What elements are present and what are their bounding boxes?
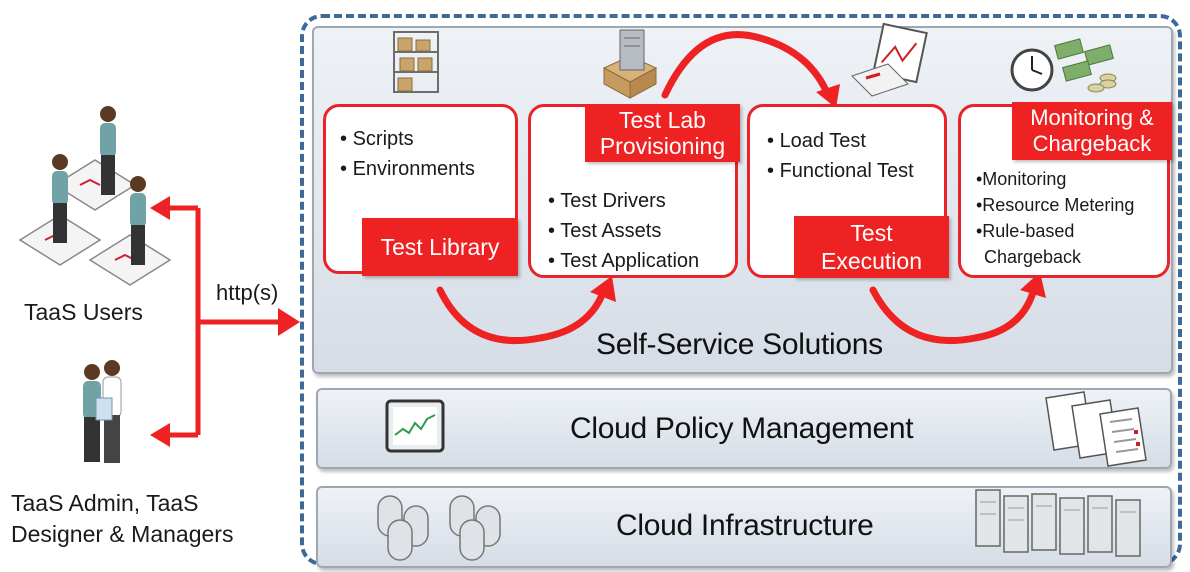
monitor-graph-icon (385, 399, 445, 453)
clipboard-chart-icon (851, 22, 928, 97)
list-item: •Rule-based (976, 221, 1075, 241)
database-stack-icon (377, 495, 501, 561)
policy-documents-icon (1045, 391, 1147, 467)
list-item: • Test Drivers (548, 190, 666, 212)
protocol-label: http(s) (216, 280, 279, 305)
clock-money-icon (1010, 38, 1117, 93)
list-item: • Environments (340, 158, 475, 180)
admin-illustration-icon (83, 360, 122, 463)
admin-group (70, 360, 140, 470)
server-rack-icon (975, 489, 1141, 557)
stage-monitoring-label: Monitoring & Chargeback (1012, 102, 1172, 160)
admin-label-line2: Designer & Managers (11, 521, 234, 547)
stage-provisioning-label: Test Lab Provisioning (585, 104, 740, 162)
infrastructure-title: Cloud Infrastructure (616, 509, 874, 542)
taas-users-group (0, 90, 200, 330)
list-item: • Load Test (767, 130, 866, 152)
policy-panel (316, 388, 1172, 469)
users-illustration-icon (18, 106, 172, 286)
list-item: • Test Application (548, 250, 700, 272)
policy-title: Cloud Policy Management (570, 412, 914, 445)
list-item: •Resource Metering (976, 195, 1135, 215)
list-item: Chargeback (984, 247, 1082, 267)
stage-execution-items: • Load Test • Functional Test (767, 126, 914, 186)
stage-provisioning-items: • Test Drivers • Test Assets • Test Appl… (548, 186, 699, 276)
list-item: • Scripts (340, 128, 414, 150)
stage-execution-label: Test Execution (794, 216, 949, 278)
list-item: • Functional Test (767, 160, 914, 182)
admin-label-line1: TaaS Admin, TaaS (11, 490, 199, 516)
list-item: •Monitoring (976, 169, 1067, 189)
taas-users-label: TaaS Users (24, 299, 143, 325)
stage-monitoring-items: •Monitoring •Resource Metering •Rule-bas… (976, 166, 1134, 270)
shelving-icon (393, 31, 439, 93)
list-item: • Test Assets (548, 220, 662, 242)
self-service-title: Self-Service Solutions (596, 328, 883, 361)
stage-test-library-label: Test Library (362, 218, 518, 276)
stage-test-library-items: • Scripts • Environments (340, 124, 475, 184)
http-connector-arrows (150, 196, 300, 447)
server-box-icon (602, 29, 658, 99)
